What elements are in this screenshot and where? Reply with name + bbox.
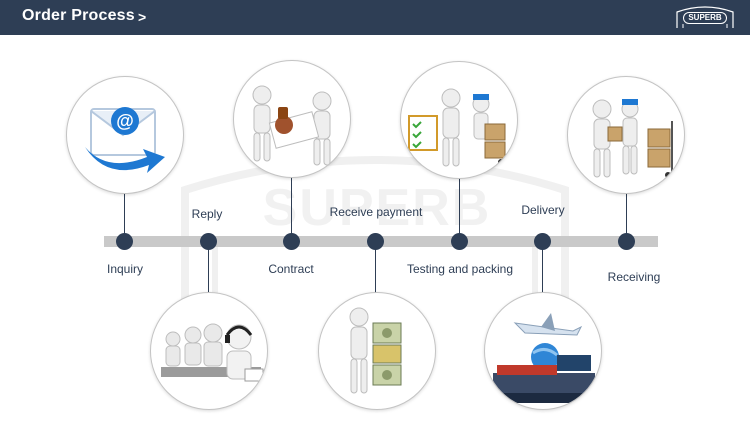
node-receiving [618,233,635,250]
customer-service-icon [161,323,264,382]
stamp-contract-icon [252,85,332,166]
stem-contract [291,176,292,236]
label-reply: Reply [191,207,223,221]
stem-testing-packing [459,178,460,236]
node-delivery [534,233,551,250]
label-contract: Contract [268,262,314,276]
circle-receiving [567,76,685,194]
node-reply [200,233,217,250]
label-inquiry: Inquiry [106,262,144,276]
shipping-icon [493,313,595,403]
watermark-text: SUPERB [262,179,492,237]
node-contract [283,233,300,250]
stem-inquiry [124,186,125,236]
label-testing-packing: Testing and packing [406,262,514,276]
stem-reply [208,247,209,295]
stem-receiving [626,188,627,236]
node-receive-payment [367,233,384,250]
checklist-packing-icon [408,88,506,167]
node-testing-packing [451,233,468,250]
circle-contract [233,60,351,178]
circle-delivery [484,292,602,410]
stem-receive-payment [375,247,376,293]
label-receiving: Receiving [607,270,661,284]
node-inquiry [116,233,133,250]
circle-inquiry: @ [66,76,184,194]
circle-testing-packing [400,61,518,179]
chevron-right-icon: > [138,9,147,25]
logo-text: SUPERB [683,12,727,24]
circle-receive-payment [318,292,436,410]
circle-reply [150,292,268,410]
label-receive-payment: Receive payment [329,205,423,219]
svg-text:@: @ [116,111,134,131]
page-title: Order Process [22,7,135,24]
watermark-building-icon [181,156,569,300]
email-icon: @ [85,107,165,173]
label-delivery: Delivery [521,203,565,217]
superb-logo: SUPERB [674,4,736,30]
page-header: Order Process > SUPERB [0,0,750,35]
package-receiving-icon [592,99,673,178]
stem-delivery [542,247,543,293]
money-icon [349,307,402,394]
